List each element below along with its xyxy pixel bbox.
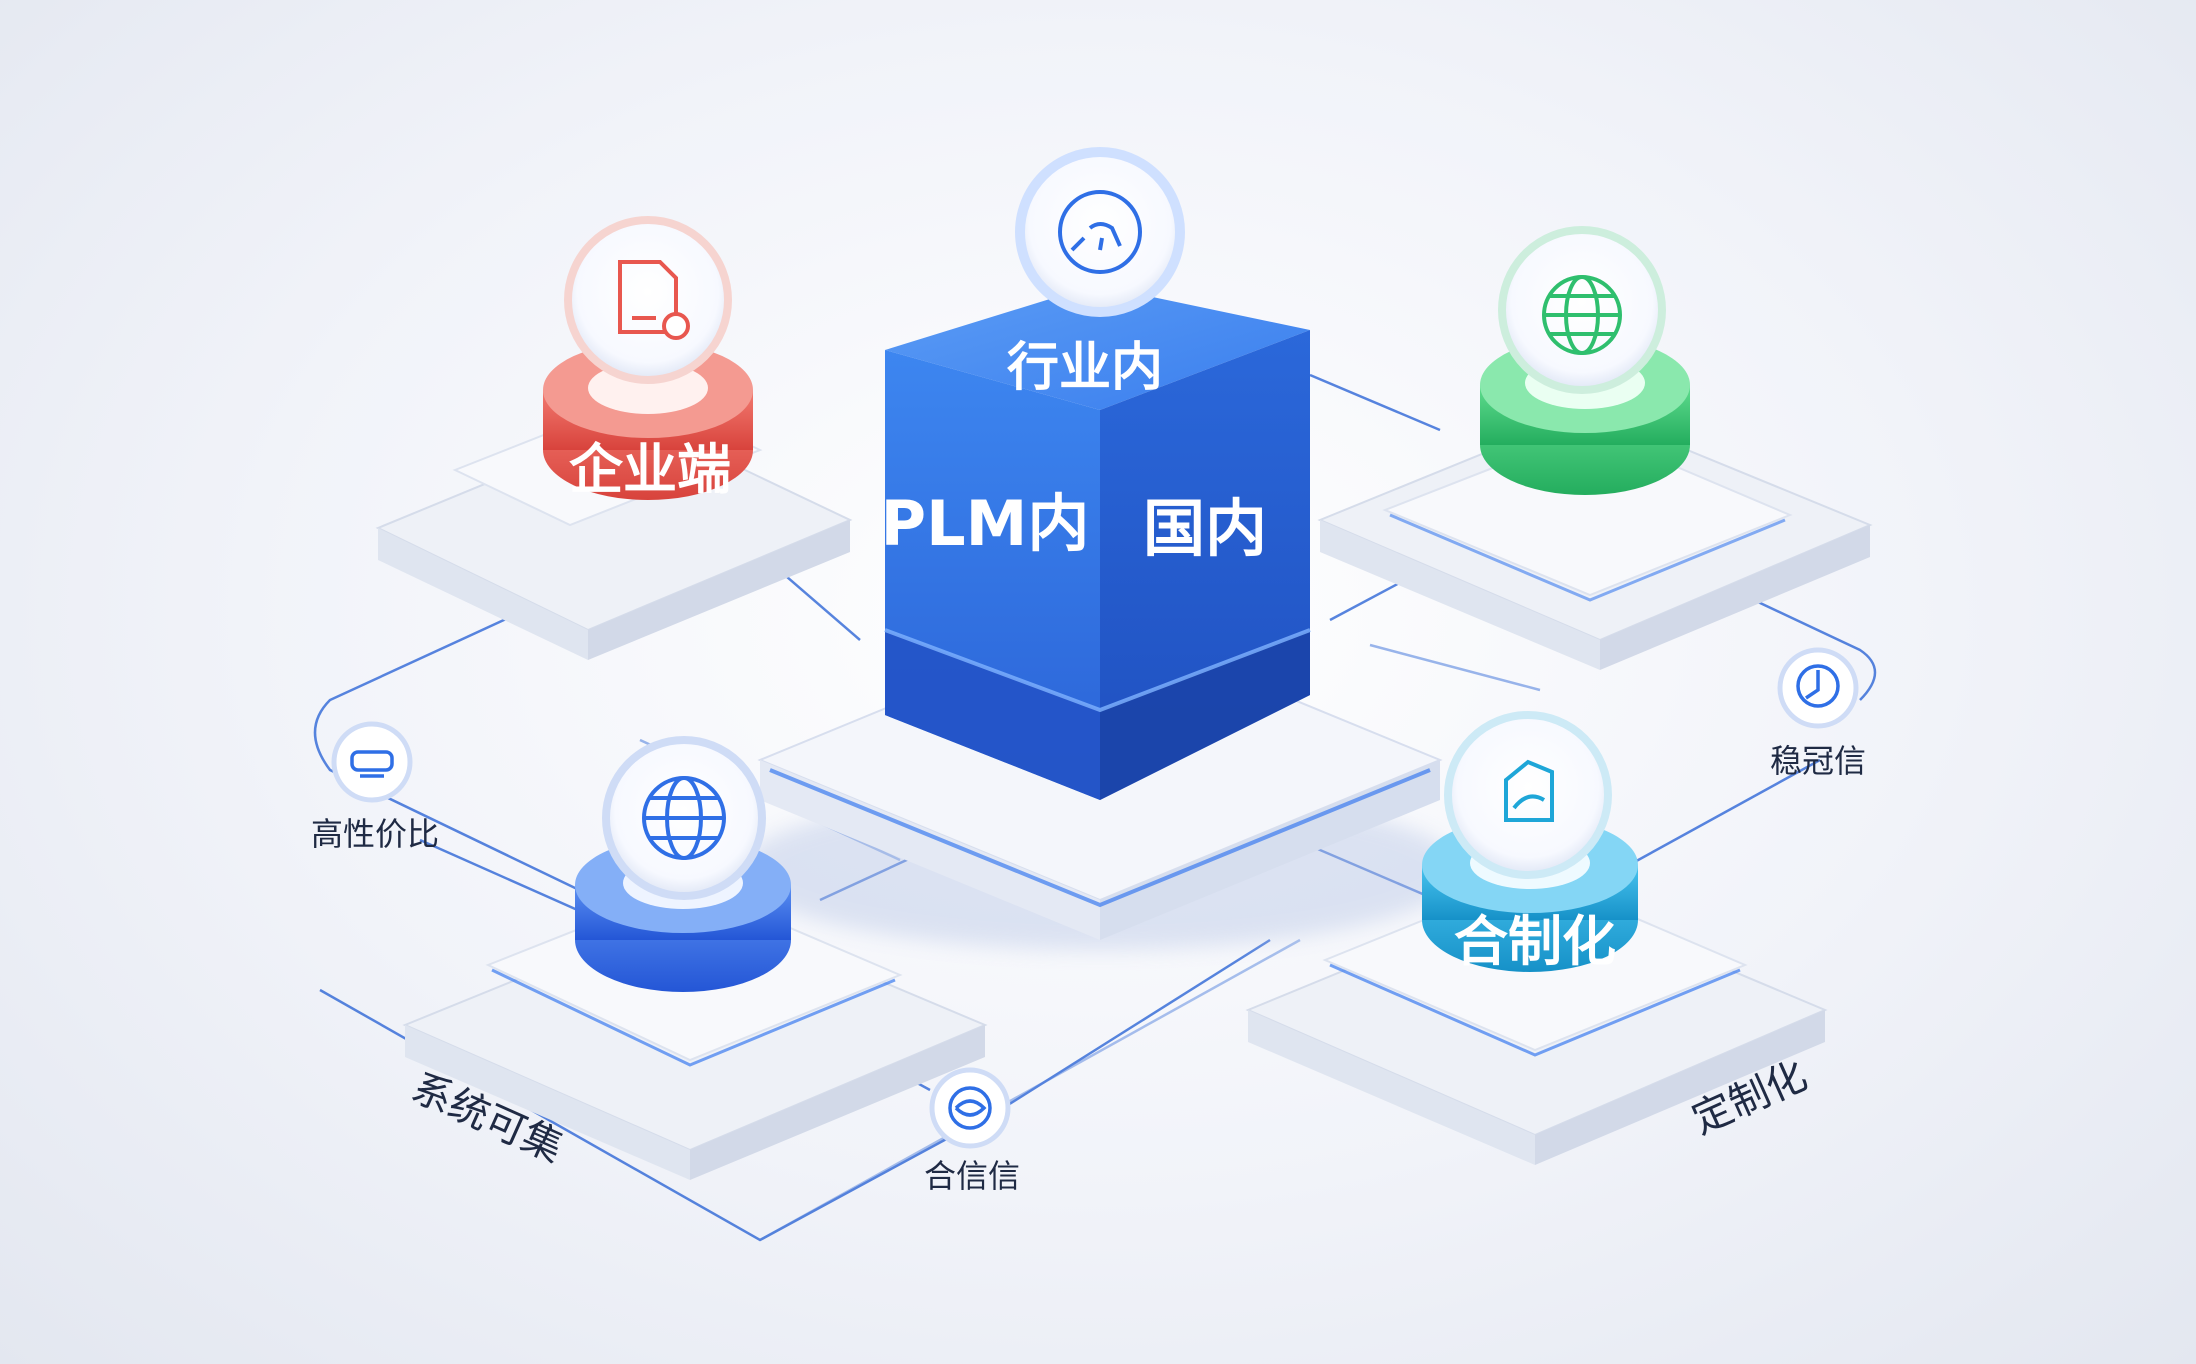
document-icon	[618, 260, 690, 340]
badge-stable	[1777, 647, 1859, 729]
globe-grid-icon	[642, 776, 726, 860]
label-trust: 合信信	[924, 1157, 1020, 1195]
node-enterprise: 企业端	[375, 216, 853, 660]
industry-icon	[1058, 190, 1142, 274]
center-cube: 行业内 PLM内 国内	[881, 285, 1311, 800]
cube-top-label: 行业内	[1007, 338, 1163, 398]
badge-cost	[331, 721, 413, 803]
label-cost: 高性价比	[311, 815, 439, 853]
top-bubble	[1015, 147, 1185, 317]
globe-icon	[1542, 275, 1622, 355]
box-icon	[1504, 759, 1554, 822]
label-stable: 稳冠信	[1770, 742, 1866, 780]
enterprise-label: 企业端	[569, 438, 731, 501]
custom-label: 合制化	[1454, 910, 1616, 973]
node-system	[402, 736, 988, 1180]
node-custom: 合制化	[1245, 711, 1828, 1165]
handshake-icon	[948, 1086, 992, 1130]
badge-trust	[929, 1067, 1011, 1149]
node-green	[1317, 226, 1873, 670]
cube-front-label: PLM内	[881, 487, 1090, 560]
cube-side-label: 国内	[1143, 492, 1267, 565]
shield-icon	[1796, 664, 1840, 708]
device-icon	[350, 750, 394, 778]
